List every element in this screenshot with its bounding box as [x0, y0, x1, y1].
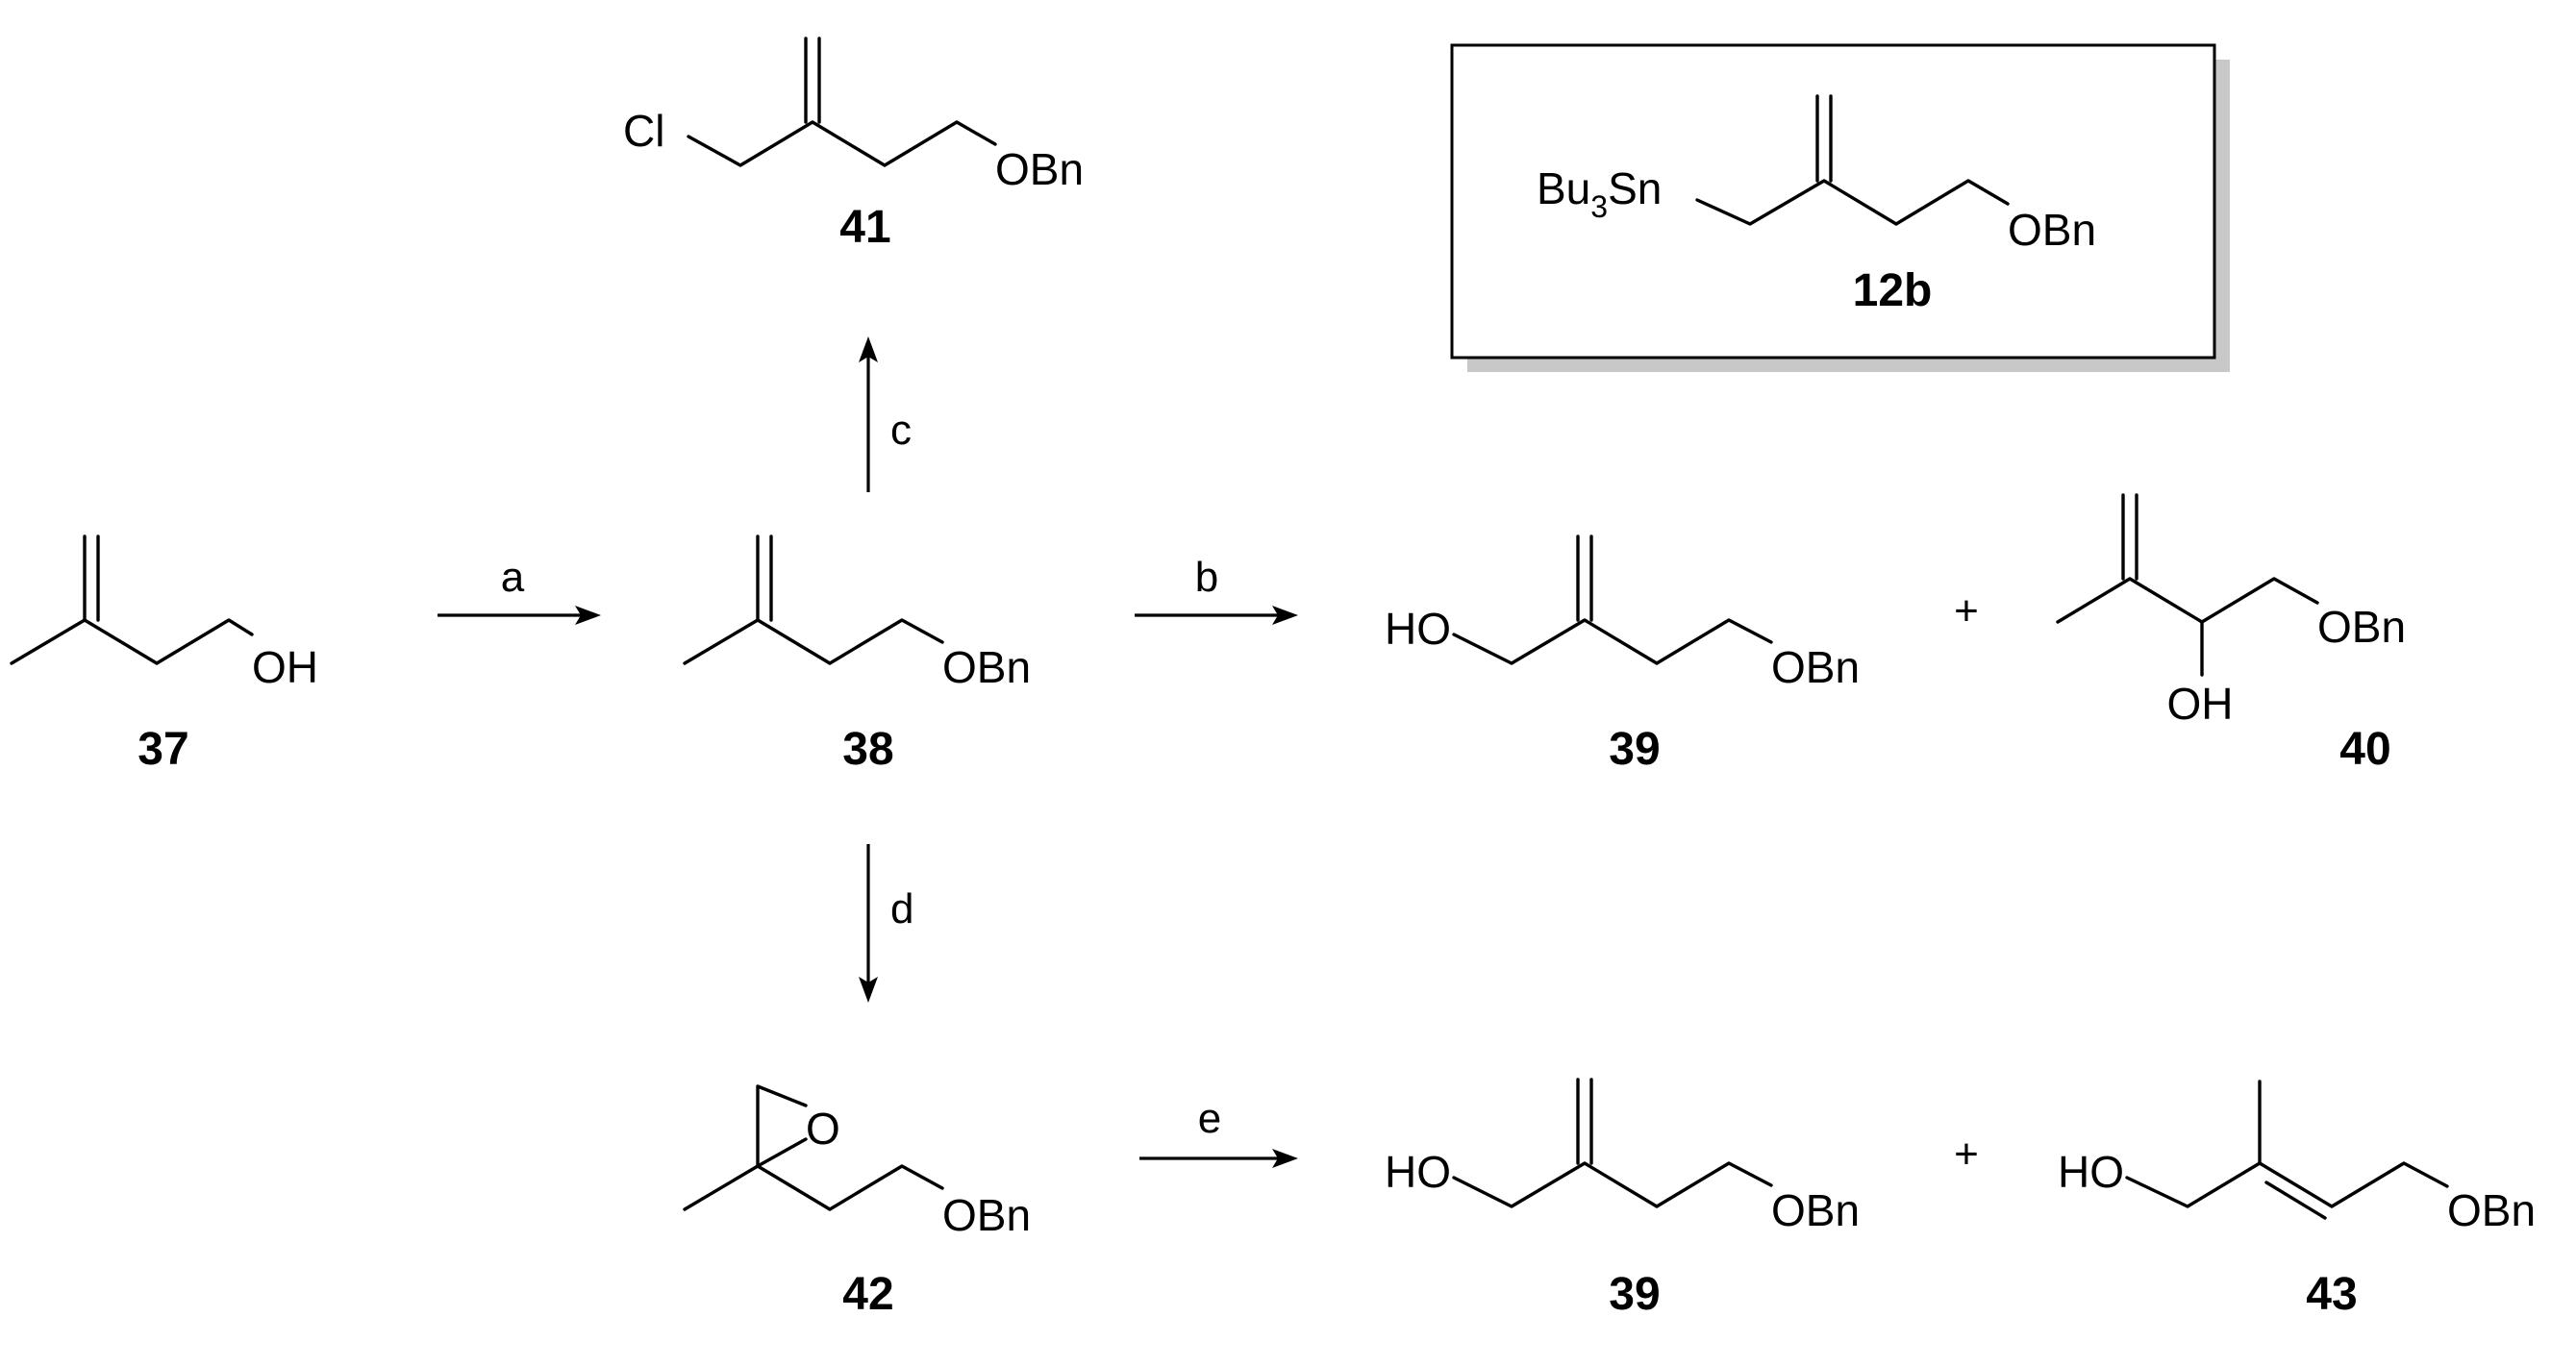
benzyloxy-group: OBn [942, 642, 1031, 692]
tributylstannyl-group: Bu3Sn [1537, 163, 1662, 224]
compound-12b-box: Bu3Sn OBn 12b [1450, 43, 2230, 372]
hydroxyl-group: HO [1385, 604, 1451, 654]
plus-sign: + [1954, 1131, 1979, 1178]
compound-42: O OBn 42 [683, 1084, 1031, 1320]
epoxide-oxygen: O [806, 1104, 840, 1154]
reagent-label-c: c [890, 407, 912, 454]
benzyloxy-group: OBn [2317, 602, 2406, 652]
reagent-label-b: b [1195, 554, 1218, 601]
plus-sign: + [1954, 587, 1979, 634]
benzyloxy-group: OBn [1771, 1185, 1860, 1235]
arrow-c: c [859, 336, 912, 492]
compound-label-40: 40 [2339, 724, 2390, 775]
benzyloxy-group: OBn [942, 1190, 1031, 1240]
benzyloxy-group: OBn [2008, 205, 2096, 255]
compound-label-39: 39 [1609, 724, 1660, 775]
compound-label-12b: 12b [1853, 265, 1933, 316]
arrow-e: e [1139, 1095, 1298, 1168]
compound-40: OBn OH 40 [2056, 493, 2406, 775]
compound-39-bottom: HO OBn 39 [1385, 1078, 1860, 1320]
arrow-b: b [1135, 554, 1298, 625]
compound-label-38: 38 [842, 724, 893, 775]
benzyloxy-group: OBn [995, 144, 1084, 194]
compound-label-42: 42 [842, 1269, 893, 1320]
benzyloxy-group: OBn [1771, 642, 1860, 692]
hydroxyl-group: OH [252, 642, 318, 692]
benzyloxy-group: OBn [2447, 1185, 2536, 1235]
compound-label-37: 37 [138, 724, 188, 775]
reagent-label-a: a [501, 554, 525, 601]
chloro-group: Cl [623, 106, 664, 156]
arrow-d: d [859, 844, 913, 1003]
compound-label-43: 43 [2306, 1269, 2357, 1320]
reagent-label-e: e [1198, 1095, 1221, 1142]
compound-38: OBn 38 [683, 534, 1031, 775]
compound-label-39: 39 [1609, 1269, 1660, 1320]
reagent-label-d: d [890, 885, 913, 932]
compound-43: HO OBn 43 [2058, 1080, 2536, 1320]
compound-label-41: 41 [839, 202, 890, 253]
hydroxyl-group: HO [2058, 1147, 2124, 1197]
arrow-a: a [438, 554, 601, 625]
compound-39-top: HO OBn 39 [1385, 534, 1860, 775]
hydroxyl-group: HO [1385, 1147, 1451, 1197]
hydroxyl-group: OH [2167, 679, 2234, 729]
compound-37: OH 37 [10, 534, 318, 775]
compound-41: Cl OBn 41 [623, 37, 1084, 253]
